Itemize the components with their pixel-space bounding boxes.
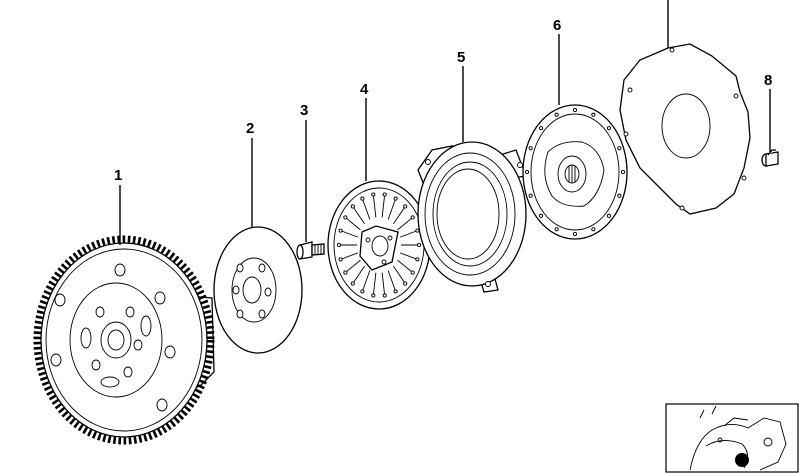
rivet [554, 112, 559, 117]
spring-slot-end [393, 289, 398, 294]
spring-slot-end [343, 270, 348, 275]
spring-slot-end [338, 257, 343, 262]
spring-slot-end [403, 281, 408, 286]
part-1-flywheel[interactable] [33, 235, 215, 445]
part-label-4: 4 [360, 81, 369, 98]
spring-slot-end [416, 242, 422, 248]
part-6-friction-disc[interactable] [522, 104, 628, 240]
spring-slot-end [410, 215, 415, 220]
spring-slot [352, 265, 365, 284]
part-labels: 1 2 3 4 5 6 8 [114, 17, 772, 184]
spring-slot-end [382, 192, 387, 197]
spring-slot [387, 270, 397, 292]
spring-slot-end [403, 204, 408, 209]
spring-slot-end [336, 242, 342, 248]
spring-slot [399, 230, 418, 238]
part-label-5: 5 [457, 49, 465, 66]
part-3-bolt[interactable] [296, 241, 325, 260]
spring-slot [399, 252, 418, 260]
spring-slot-end [343, 215, 348, 220]
rivet [591, 227, 596, 232]
rivet [572, 231, 578, 237]
rivet [554, 227, 559, 232]
spring-slot [340, 230, 359, 238]
spring-slot-end [371, 293, 376, 298]
rivet [528, 146, 533, 151]
part-label-6: 6 [553, 17, 561, 34]
spring-slot [393, 265, 406, 284]
spring-slot-end [350, 204, 355, 209]
part-8-screw[interactable] [761, 149, 779, 167]
rivet [524, 169, 530, 175]
spring-slot [345, 259, 361, 273]
spring-slot-end [393, 196, 398, 201]
spring-slot [381, 194, 386, 218]
part-4-clutch-plate[interactable] [327, 180, 431, 310]
spring-slot [381, 272, 386, 296]
rivet [617, 193, 622, 198]
spring-slot-end [415, 257, 420, 262]
part-label-2: 2 [246, 120, 254, 137]
spring-slot [393, 206, 406, 225]
spring-slot-end [382, 293, 387, 298]
spring-slot-end [415, 228, 420, 233]
part-label-3: 3 [300, 102, 308, 119]
rivet [617, 146, 622, 151]
rivet [539, 126, 544, 131]
motorcycle-thumbnail[interactable] [665, 403, 799, 473]
spring-slot [361, 270, 371, 292]
rivet [572, 107, 578, 113]
part-2-disc[interactable] [213, 226, 303, 354]
spring-slot-end [350, 281, 355, 286]
spring-slot [372, 194, 377, 218]
spring-slot-end [338, 228, 343, 233]
spring-slot-end [410, 270, 415, 275]
spring-slot [345, 217, 361, 231]
spring-slot [372, 272, 377, 296]
spring-slot [361, 198, 371, 220]
part-5-pressure-plate[interactable] [417, 141, 527, 293]
rivet [528, 193, 533, 198]
spring-slot [397, 217, 413, 231]
rivet [606, 213, 611, 218]
leader-lines [119, 0, 771, 245]
spring-slot-end [371, 192, 376, 197]
spring-slot [352, 206, 365, 225]
spring-slot-end [360, 196, 365, 201]
part-label-1: 1 [114, 167, 122, 184]
rivet [591, 112, 596, 117]
rivet [539, 213, 544, 218]
spring-slot [397, 259, 413, 273]
part-7-cover-plate[interactable] [619, 43, 751, 215]
spring-slot-end [360, 289, 365, 294]
part-label-8: 8 [764, 72, 772, 89]
motorcycle-icon [689, 405, 787, 471]
rivet [620, 169, 626, 175]
spring-slot [340, 252, 359, 260]
spring-slot [387, 198, 397, 220]
rivet [606, 126, 611, 131]
